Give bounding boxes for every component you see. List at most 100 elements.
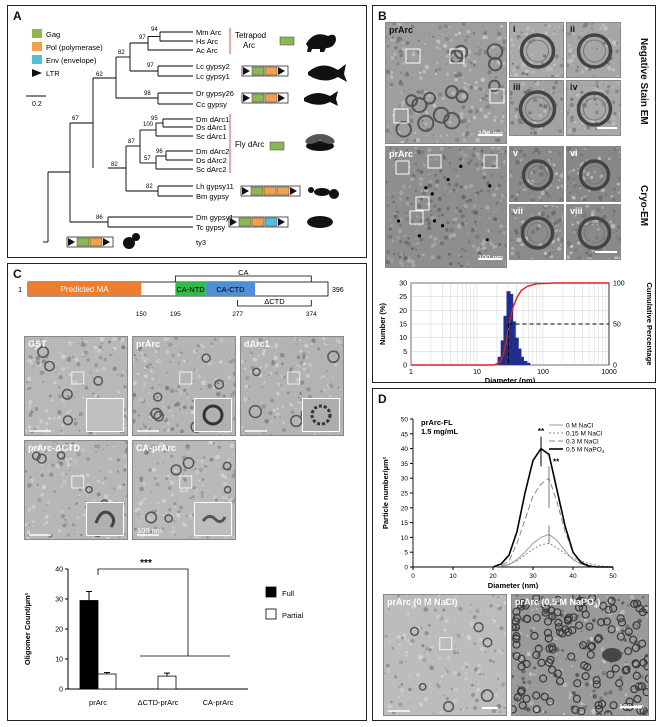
noise-dot [394, 675, 398, 679]
noise-dot [35, 446, 41, 451]
noise-dot [591, 618, 596, 623]
particle [488, 79, 501, 93]
noise-dot [214, 498, 218, 502]
noise-dot [479, 98, 482, 102]
noise-dot [474, 80, 478, 84]
noise-dot [580, 70, 585, 74]
noise-dot [470, 603, 473, 606]
noise-dot [203, 464, 208, 468]
noise-dot [483, 209, 485, 211]
noise-dot [576, 147, 580, 151]
noise-dot [551, 246, 555, 250]
noise-dot [185, 444, 191, 450]
noise-dot [169, 479, 172, 482]
noise-dot [454, 33, 458, 37]
noise-dot [601, 194, 603, 197]
noise-dot [300, 339, 302, 342]
noise-dot [147, 444, 150, 447]
noise-dot [475, 698, 479, 703]
noise-dot [474, 151, 480, 156]
noise-dot [198, 467, 203, 473]
noise-dot [518, 149, 523, 153]
noise-dot [424, 64, 429, 70]
noise-dot [495, 136, 499, 139]
noise-dot [615, 74, 620, 77]
noise-dot [166, 474, 170, 478]
noise-dot [195, 369, 198, 372]
noise-dot [537, 151, 541, 155]
noise-dot [454, 217, 458, 221]
noise-dot [524, 188, 528, 191]
noise-dot [434, 610, 436, 612]
noise-dot [582, 169, 586, 174]
noise-dot [526, 634, 529, 637]
noise-dot [143, 373, 148, 379]
noise-dot [229, 443, 235, 449]
bootstrap-label: 67 [72, 116, 79, 122]
noise-dot [133, 418, 136, 424]
noise-dot [521, 82, 526, 86]
noise-dot [49, 472, 54, 477]
noise-dot [567, 199, 570, 201]
noise-dot [25, 470, 27, 473]
noise-dot [616, 229, 619, 232]
noise-dot [35, 495, 37, 497]
noise-dot [302, 352, 307, 357]
noise-dot [228, 359, 233, 364]
particle [583, 663, 592, 672]
noise-dot [493, 115, 497, 119]
noise-dot [142, 481, 147, 486]
noise-dot [618, 687, 623, 692]
noise-dot [307, 350, 310, 353]
ltr-icon [243, 67, 250, 75]
noise-dot [432, 35, 435, 39]
taxon-label: Dm dArc2 [196, 147, 229, 156]
noise-dot [520, 210, 524, 214]
particle [541, 608, 550, 617]
noise-dot [244, 360, 247, 362]
taxon-label: Dr gypsy26 [196, 89, 234, 98]
noise-dot [122, 454, 126, 458]
noise-dot [434, 216, 437, 218]
noise-dot [571, 54, 576, 59]
noise-dot [74, 502, 78, 506]
noise-dot [516, 192, 520, 196]
noise-dot [386, 44, 390, 48]
noise-dot [520, 121, 524, 125]
noise-dot [510, 207, 513, 210]
ant-icon [314, 188, 330, 196]
noise-dot [486, 104, 491, 109]
noise-dot [581, 161, 585, 164]
noise-dot [387, 704, 392, 709]
particle [423, 91, 436, 105]
particle [572, 694, 581, 703]
noise-dot [561, 649, 565, 652]
particle [581, 672, 590, 681]
particle [633, 599, 642, 608]
particle [214, 379, 225, 390]
noise-dot [518, 37, 520, 40]
noise-dot [398, 37, 403, 42]
noise-dot [472, 204, 477, 209]
noise-dot [544, 31, 549, 36]
noise-dot [168, 344, 171, 347]
noise-dot [605, 89, 610, 94]
noise-dot [326, 383, 329, 386]
noise-dot [193, 432, 196, 435]
noise-dot [63, 402, 66, 405]
noise-dot [462, 23, 466, 26]
noise-dot [605, 193, 608, 197]
noise-dot [613, 111, 617, 116]
noise-dot [52, 416, 57, 421]
noise-dot [476, 687, 481, 692]
noise-dot [560, 609, 564, 613]
noise-dot [432, 103, 437, 108]
noise-dot [149, 339, 152, 342]
noise-dot [550, 109, 552, 111]
noise-dot [401, 256, 404, 258]
bootstrap-label: 96 [156, 149, 163, 155]
noise-dot [514, 128, 517, 130]
bootstrap-label: 82 [118, 50, 125, 56]
bootstrap-label: 82 [111, 162, 118, 168]
